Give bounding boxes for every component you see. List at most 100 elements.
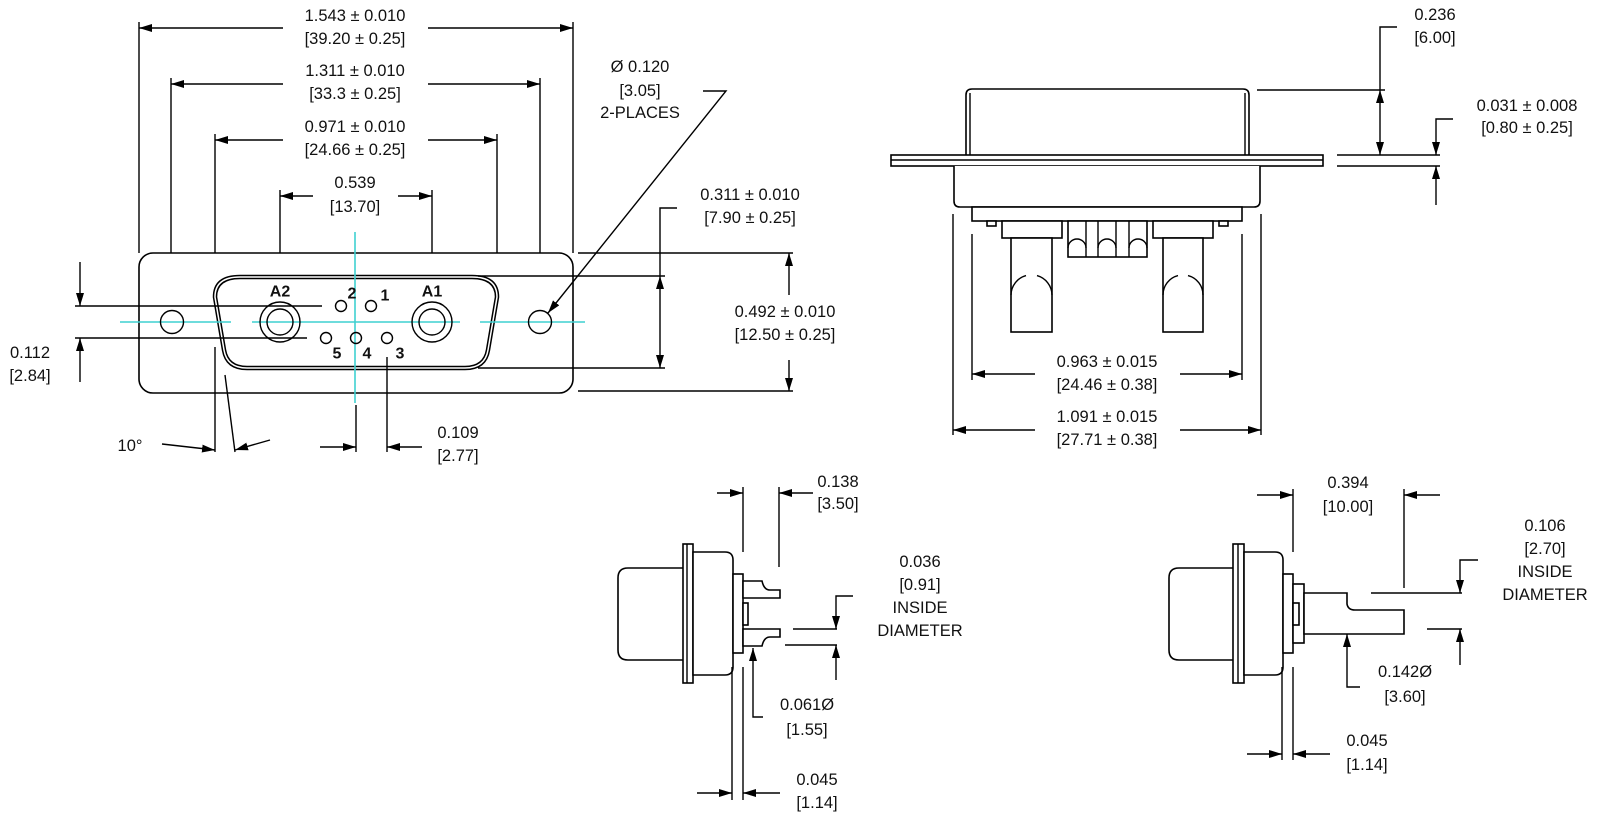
dim-height: 0.236 [6.00] [1257, 6, 1456, 155]
dim-label-metric: [39.20 ± 0.25] [305, 30, 406, 48]
dim-length: 0.138 [3.50] [717, 473, 859, 567]
nub [986, 220, 997, 227]
pin-label: 2 [348, 286, 357, 303]
dim-offset: 0.045 [1.14] [697, 667, 838, 812]
dim-inner-width: 0.963 ± 0.015 [24.46 ± 0.38] [971, 234, 1243, 394]
dim-label-metric: [1.14] [1346, 756, 1387, 774]
coax-socket-right [1152, 220, 1214, 333]
dim-label-metric: [24.46 ± 0.38] [1057, 376, 1158, 394]
dim-label-metric: [10.00] [1323, 498, 1373, 516]
dim-overall-width: 1.543 ± 0.010 [39.20 ± 0.25] [138, 7, 574, 253]
dim-label: 0.492 ± 0.010 [735, 303, 836, 321]
dim-label: 0.036 [899, 553, 940, 571]
dim-inside-diameter: 0.036 [0.91] INSIDE DIAMETER [785, 553, 963, 680]
dim-note: INSIDE [892, 599, 947, 617]
pin-4 [349, 331, 363, 345]
body [1243, 551, 1284, 676]
dim-label-metric: [1.55] [786, 721, 827, 739]
dim-note: DIAMETER [877, 622, 962, 640]
dim-label-metric: [0.91] [899, 576, 940, 594]
dim-flange-thickness: 0.031 ± 0.008 [0.80 ± 0.25] [1337, 97, 1577, 205]
side-view-large-contact: 0.394 [10.00] 0.106 [2.70] INSIDE DIAMET… [1168, 474, 1588, 774]
dim-label: 0.963 ± 0.015 [1057, 353, 1158, 371]
mating-shell [1168, 567, 1233, 661]
body [692, 551, 734, 676]
dim-shell-height: 0.311 ± 0.010 [7.90 ± 0.25] [478, 186, 800, 369]
dim-label: 0.112 [10, 344, 50, 362]
dim-label: 0.106 [1524, 517, 1565, 535]
dim-label: 0.061Ø [780, 696, 834, 714]
dim-label-metric: [3.50] [817, 495, 858, 513]
pin-5 [319, 331, 333, 345]
insulator-strip [971, 206, 1243, 222]
dim-label-metric: [13.70] [330, 198, 380, 216]
centerlines [120, 232, 585, 403]
solder-cup-upper [742, 580, 781, 599]
dim-pin-pitch: 0.109 [2.77] [320, 357, 479, 465]
dim-label: 0.394 [1327, 474, 1368, 492]
coax-contact-a1 [411, 301, 453, 343]
dim-label-metric: [33.3 ± 0.25] [309, 85, 401, 103]
dim-note: 2-PLACES [600, 104, 680, 122]
solder-cup-lower [742, 628, 781, 647]
front-view: 1.543 ± 0.010 [39.20 ± 0.25] 1.311 ± 0.0… [9, 7, 835, 465]
dim-label-metric: [2.84] [9, 367, 50, 385]
pin-3 [380, 331, 394, 345]
dim-note: DIAMETER [1502, 586, 1587, 604]
pin-2 [334, 299, 348, 313]
mounting-hole-right [527, 309, 553, 335]
pin-1 [364, 299, 378, 313]
dim-label-metric: [24.66 ± 0.25] [305, 141, 406, 159]
pin-label: 4 [363, 346, 372, 363]
dim-length: 0.394 [10.00] [1257, 474, 1440, 588]
dim-label: 0.311 ± 0.010 [700, 186, 800, 204]
coax-socket-left [1001, 220, 1063, 333]
signal-pin-block [1067, 220, 1148, 258]
dim-label: 0.031 ± 0.008 [1477, 97, 1578, 115]
dim-outer-diameter: 0.142Ø [3.60] [1343, 634, 1432, 706]
dim-hole-diameter: Ø 0.120 [3.05] 2-PLACES [547, 58, 728, 314]
dim-outer-width: 1.091 ± 0.015 [27.71 ± 0.38] [952, 214, 1262, 449]
pin-label: 1 [381, 288, 390, 305]
dim-label-metric: [27.71 ± 0.38] [1057, 431, 1158, 449]
rear-body [953, 166, 1261, 208]
dim-label-metric: [2.70] [1524, 540, 1565, 558]
dim-label: 1.311 ± 0.010 [305, 62, 405, 80]
pin-label: A1 [422, 284, 443, 301]
pin-label: 3 [396, 346, 405, 363]
dim-label: 1.091 ± 0.015 [1057, 408, 1158, 426]
mounting-hole-left [159, 309, 185, 335]
dim-flange-height: 0.492 ± 0.010 [12.50 ± 0.25] [578, 252, 836, 392]
d-shell-inner [214, 276, 498, 369]
angle-label: 10° [118, 437, 143, 455]
dim-label-metric: [3.05] [619, 82, 660, 100]
dim-label: 0.539 [334, 174, 375, 192]
dim-label: 1.543 ± 0.010 [305, 7, 406, 25]
dim-outer-diameter: 0.061Ø [1.55] [749, 648, 834, 739]
dim-label-metric: [12.50 ± 0.25] [735, 326, 836, 344]
dim-label: 0.142Ø [1378, 663, 1432, 681]
dim-label: 0.045 [796, 771, 837, 789]
tab [742, 602, 749, 626]
flange [682, 543, 694, 684]
mating-shell [965, 88, 1250, 155]
solder-cup [1303, 592, 1405, 635]
dim-label: Ø 0.120 [611, 58, 670, 76]
dim-label: 0.138 [817, 473, 858, 491]
dim-label-metric: [6.00] [1414, 29, 1455, 47]
nub [1218, 220, 1229, 227]
dim-label-metric: [3.60] [1384, 688, 1425, 706]
pin-label: A2 [270, 284, 291, 301]
pin-label: 5 [333, 346, 342, 363]
dim-label: 0.109 [437, 424, 478, 442]
dim-label: 0.971 ± 0.010 [305, 118, 406, 136]
tab [1292, 602, 1300, 626]
dim-label-metric: [0.80 ± 0.25] [1481, 119, 1573, 137]
dim-offset: 0.045 [1.14] [1247, 667, 1388, 774]
top-view: 0.963 ± 0.015 [24.46 ± 0.38] 1.091 ± 0.0… [890, 6, 1577, 449]
dim-inside-diameter: 0.106 [2.70] INSIDE DIAMETER [1371, 517, 1588, 665]
dim-label-metric: [7.90 ± 0.25] [704, 209, 796, 227]
dim-note: INSIDE [1517, 563, 1572, 581]
dim-label: 0.045 [1346, 732, 1387, 750]
